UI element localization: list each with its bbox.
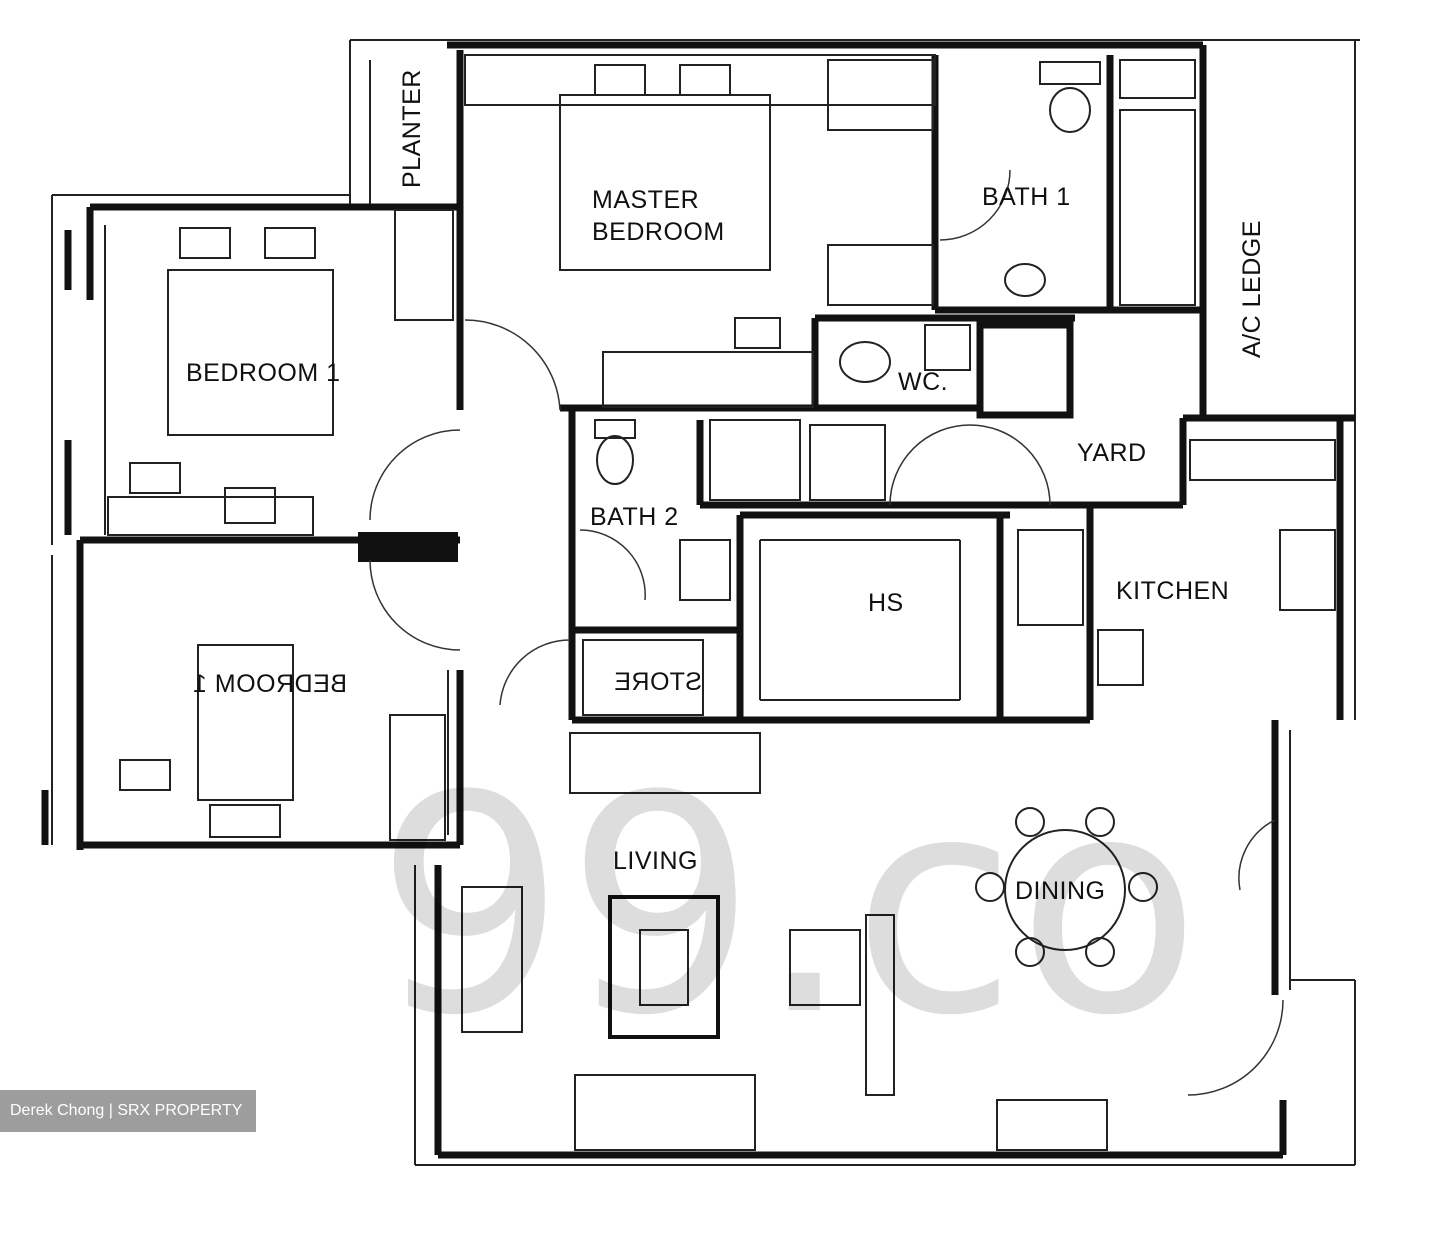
- doors: [369, 169, 1284, 1096]
- credit-banner: Derek Chong | SRX PROPERTY: [0, 1090, 256, 1132]
- watermark: 99.co: [375, 732, 1201, 1081]
- label-dining: DINING: [1015, 877, 1106, 905]
- label-wc: WC.: [898, 368, 948, 396]
- label-planter: PLANTER: [398, 69, 426, 188]
- label-yard: YARD: [1077, 439, 1147, 467]
- furniture: [107, 54, 1336, 1151]
- label-kitchen: KITCHEN: [1116, 577, 1229, 605]
- outer-walls: [41, 39, 1360, 1166]
- label-master-bedroom-2: BEDROOM: [592, 218, 725, 246]
- label-master-bedroom-1: MASTER: [592, 186, 699, 214]
- room-labels: PLANTER MASTER BEDROOM BATH 1 A/C LEDGE …: [186, 69, 1266, 905]
- label-bath1: BATH 1: [982, 183, 1071, 211]
- label-ac-ledge: A/C LEDGE: [1238, 220, 1266, 358]
- label-hs: HS: [868, 589, 904, 617]
- label-living: LIVING: [613, 847, 698, 875]
- label-store: STORE: [614, 668, 702, 696]
- label-bedroom-lower: BEDROOM 1: [192, 670, 347, 698]
- label-bath2: BATH 2: [590, 503, 679, 531]
- interior-walls: [560, 55, 1203, 724]
- label-bedroom1: BEDROOM 1: [186, 359, 341, 387]
